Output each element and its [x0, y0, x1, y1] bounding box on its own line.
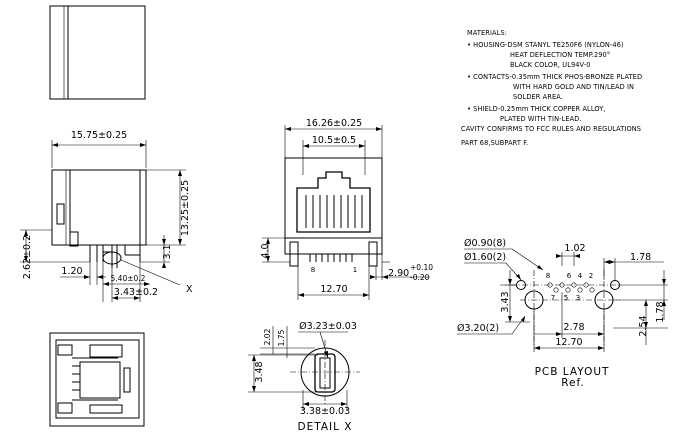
pcb-dim-12-70: 12.70	[555, 337, 582, 348]
materials-line-5: WITH HARD GOLD AND TIN/LEAD IN	[513, 83, 634, 91]
side-left-height-dim: 2.62±0.2	[22, 235, 33, 279]
pcb-pin-7: 7	[551, 294, 555, 302]
pcb-pin-5: 5	[564, 294, 568, 302]
side-view: 15.75±0.25 13.25±0.25 3.1	[20, 130, 193, 302]
front-opening-dim: 10.5±0.5	[312, 135, 356, 146]
materials-line-1: • HOUSING-DSM STANYL TE250F6 (NYLON-46)	[467, 41, 624, 49]
materials-heading: MATERIALS:	[467, 29, 507, 37]
pcb-caption: PCB LAYOUT	[535, 366, 610, 378]
pcb-pin-2: 2	[589, 272, 593, 280]
pcb-pin-4: 4	[578, 272, 583, 280]
detail-caption: DETAIL X	[298, 421, 353, 433]
front-pin-length-tol-minus: -0.20	[410, 273, 430, 282]
materials-notes: MATERIALS: • HOUSING-DSM STANYL TE250F6 …	[461, 29, 642, 147]
detail-width-dim: 3.38±0.03	[300, 406, 350, 417]
materials-line-6: SOLDER AREA.	[513, 93, 563, 101]
rear-view	[49, 332, 145, 427]
side-dim-1-20: 1.20	[61, 266, 82, 277]
front-pin-length-tol-plus: +0.10	[410, 263, 433, 272]
pcb-hole-large-label: Ø3.20(2)	[457, 323, 499, 334]
pcb-pin-6: 6	[567, 272, 572, 280]
materials-line-8: PLATED WITH TIN-LEAD.	[500, 115, 582, 123]
front-pin-length-dim: 2.90	[388, 268, 409, 279]
front-pin-span-dim: 12.70	[320, 284, 347, 295]
front-view: 16.26±0.25 10.5±0.5	[260, 118, 433, 300]
pcb-pin-8: 8	[546, 272, 550, 280]
materials-line-7: • SHIELD-0.25mm THICK COPPER ALLOY,	[467, 105, 606, 113]
detail-marker: X	[186, 284, 193, 295]
detail-dim-3-48: 3.48	[254, 361, 265, 382]
pcb-dim-3-43: 3.43	[500, 291, 511, 312]
side-pin-height-dim: 3.1	[162, 244, 173, 259]
front-pin-label-1: 1	[353, 266, 357, 274]
materials-line-10: PART 68,SUBPART F.	[461, 139, 528, 147]
pcb-dim-2-54: 2.54	[638, 315, 649, 336]
materials-line-2: HEAT DEFLECTION TEMP.290°	[510, 51, 610, 59]
pcb-layout: Ø0.90(8) Ø1.60(2) Ø3.20(2) 8 6 4	[457, 238, 668, 389]
front-height-dim: 4.0	[260, 243, 271, 258]
side-height-dim: 13.25±0.25	[180, 180, 191, 236]
top-view	[49, 5, 146, 100]
pcb-hole-small-label: Ø0.90(8)	[464, 238, 506, 249]
materials-line-4: • CONTACTS-0.35mm THICK PHOS-BRONZE PLAT…	[467, 73, 642, 81]
front-pin-label-8: 8	[311, 266, 315, 274]
detail-dim-1-75: 1.75	[277, 329, 286, 346]
materials-line-9: CAVITY CONFIRMS TO FCC RULES AND REGULAT…	[461, 125, 641, 133]
pcb-caption-sub: Ref.	[561, 377, 585, 389]
pcb-dim-1-78-top: 1.78	[630, 252, 651, 263]
detail-diameter-dim: Ø3.23±0.03	[299, 321, 357, 332]
side-width-dim: 15.75±0.25	[71, 130, 127, 141]
pcb-dim-2-78: 2.78	[563, 322, 584, 333]
detail-dim-2-02: 2.02	[263, 328, 272, 345]
pcb-pin-3: 3	[576, 294, 580, 302]
pcb-dim-1-78-right: 1.78	[655, 301, 666, 322]
pcb-hole-medium-label: Ø1.60(2)	[464, 252, 506, 263]
detail-x: Ø3.23±0.03 2.02 1.75 3.48 3.38±0.03 DETA	[248, 321, 360, 433]
side-dim-5-40: 5.40±0.2	[111, 274, 146, 283]
materials-line-3: BLACK COLOR, UL94V-0	[510, 61, 591, 69]
front-width-dim: 16.26±0.25	[306, 118, 362, 129]
side-dim-3-43: 3.43±0.2	[114, 287, 158, 298]
pcb-pitch-dim: 1.02	[564, 243, 585, 254]
